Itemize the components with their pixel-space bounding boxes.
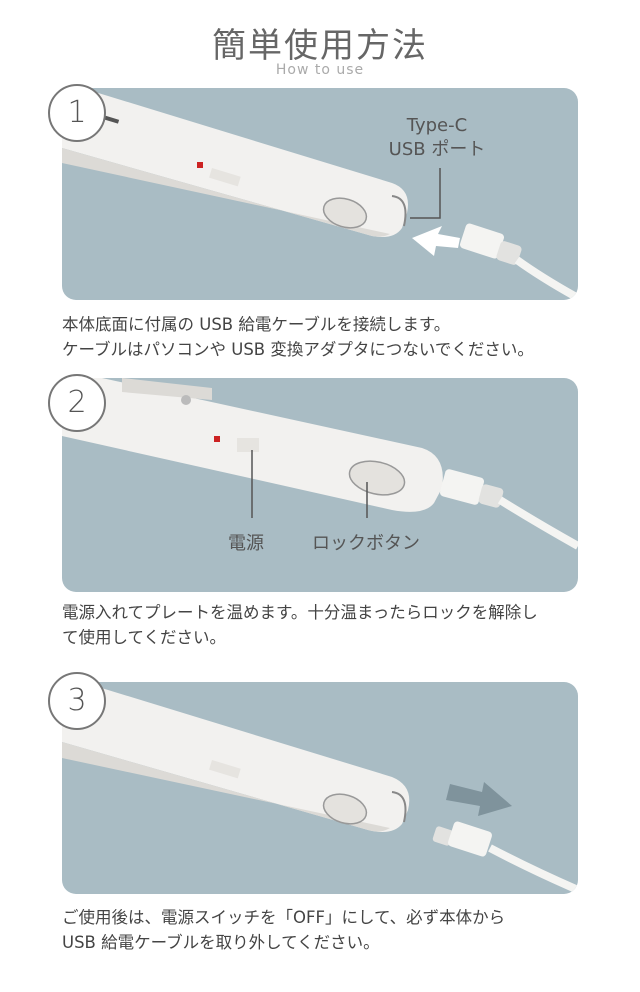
step-1-panel: Type-C USB ポート (62, 88, 578, 300)
step-2-panel: 電源 ロックボタン (62, 378, 578, 592)
lock-button-label: ロックボタン (312, 533, 420, 554)
step-1-description: 本体底面に付属の USB 給電ケーブルを接続します。 ケーブルはパソコンや US… (62, 315, 534, 359)
step-2-description: 電源入れてプレートを温めます。十分温まったらロックを解除し て使用してください。 (62, 603, 538, 647)
step-3-circle: 3 (48, 672, 106, 730)
step-2-illustration (62, 378, 578, 550)
step-3-panel (62, 682, 578, 894)
step-2-circle: 2 (48, 374, 106, 432)
page-subtitle: How to use (275, 62, 365, 78)
step-3-illustration (62, 682, 578, 894)
page-title: 簡単使用方法 (212, 26, 428, 66)
step-1-circle: 1 (48, 84, 106, 142)
power-label: 電源 (228, 533, 264, 554)
step-1-illustration (62, 88, 578, 300)
usb-port-label: Type-C USB ポート (388, 115, 486, 160)
step-3-description: ご使用後は、電源スイッチを「OFF」にして、必ず本体から USB 給電ケーブルを… (62, 908, 506, 952)
